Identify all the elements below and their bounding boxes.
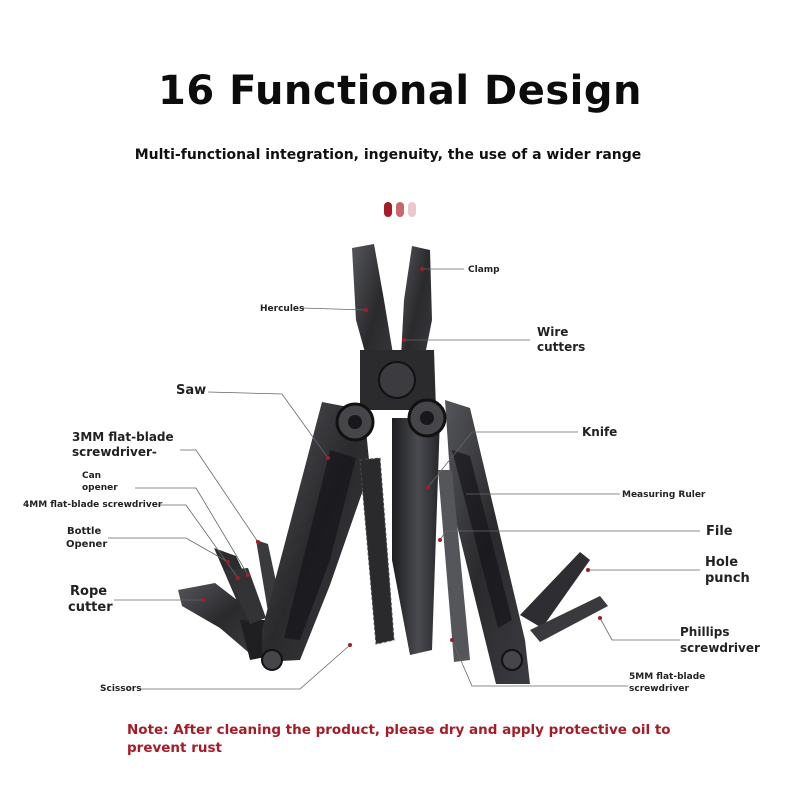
label-wire-cutters-1: Wire: [537, 325, 568, 339]
dot-1: [384, 202, 392, 217]
label-hercules: Hercules: [260, 304, 304, 314]
label-rope-cutter-1: Rope: [70, 584, 107, 599]
label-phillips-1: Phillips: [680, 625, 730, 639]
care-note: Note: After cleaning the product, please…: [127, 722, 671, 756]
page-subtitle: Multi-functional integration, ingenuity,…: [134, 147, 642, 163]
label-can-opener-1: Can: [82, 471, 101, 481]
label-measuring-ruler: Measuring Ruler: [622, 490, 706, 500]
label-saw: Saw: [176, 383, 206, 398]
hole-punch-tool: [520, 552, 590, 628]
pliers-right-jaw: [400, 246, 432, 380]
label-4mm: 4MM flat-blade screwdriver: [23, 500, 163, 510]
label-3mm-2: screwdriver-: [72, 445, 157, 459]
leader-5mm: [451, 639, 628, 687]
leader-phillips: [599, 617, 680, 641]
saw-blade: [359, 457, 395, 645]
label-can-opener-2: opener: [82, 483, 118, 493]
label-bottle-opener-1: Bottle: [67, 526, 101, 537]
multitool-illustration: [178, 244, 608, 684]
leader-can-opener: [135, 487, 249, 576]
pivot-screw-bottom-right: [501, 649, 523, 671]
can-opener-tool: [224, 568, 266, 624]
leader-3mm: [180, 449, 259, 543]
measuring-ruler: [438, 470, 470, 662]
label-hole-punch-1: Hole: [705, 555, 738, 570]
page-title: 16 Functional Design: [158, 68, 642, 114]
label-hole-punch-2: punch: [705, 571, 750, 586]
dot-3: [408, 202, 416, 217]
leader-file: [439, 530, 700, 541]
pivot-screw-center: [378, 361, 416, 399]
label-5mm-2: screwdriver: [629, 684, 689, 694]
knife-blade: [392, 418, 440, 655]
label-bottle-opener-2: Opener: [66, 539, 107, 550]
leader-lines: [108, 268, 700, 690]
leader-scissors: [140, 644, 351, 690]
label-3mm-1: 3MM flat-blade: [72, 430, 174, 444]
label-rope-cutter-2: cutter: [68, 600, 113, 615]
leader-4mm: [158, 504, 239, 579]
label-knife: Knife: [582, 425, 617, 439]
label-clamp: Clamp: [468, 265, 500, 275]
accent-markers: [202, 267, 602, 647]
phillips-tool: [530, 596, 608, 642]
leader-hercules: [301, 307, 367, 311]
label-file: File: [706, 524, 733, 539]
leader-saw: [207, 391, 329, 459]
label-5mm-1: 5MM flat-blade: [629, 672, 705, 682]
label-phillips-2: screwdriver: [680, 641, 760, 655]
leader-bottle-opener: [108, 537, 229, 563]
pivot-screw-bottom-left: [261, 649, 283, 671]
dot-2: [396, 202, 404, 217]
label-wire-cutters-2: cutters: [537, 340, 585, 354]
leader-knife: [427, 431, 578, 488]
label-scissors: Scissors: [100, 684, 142, 694]
